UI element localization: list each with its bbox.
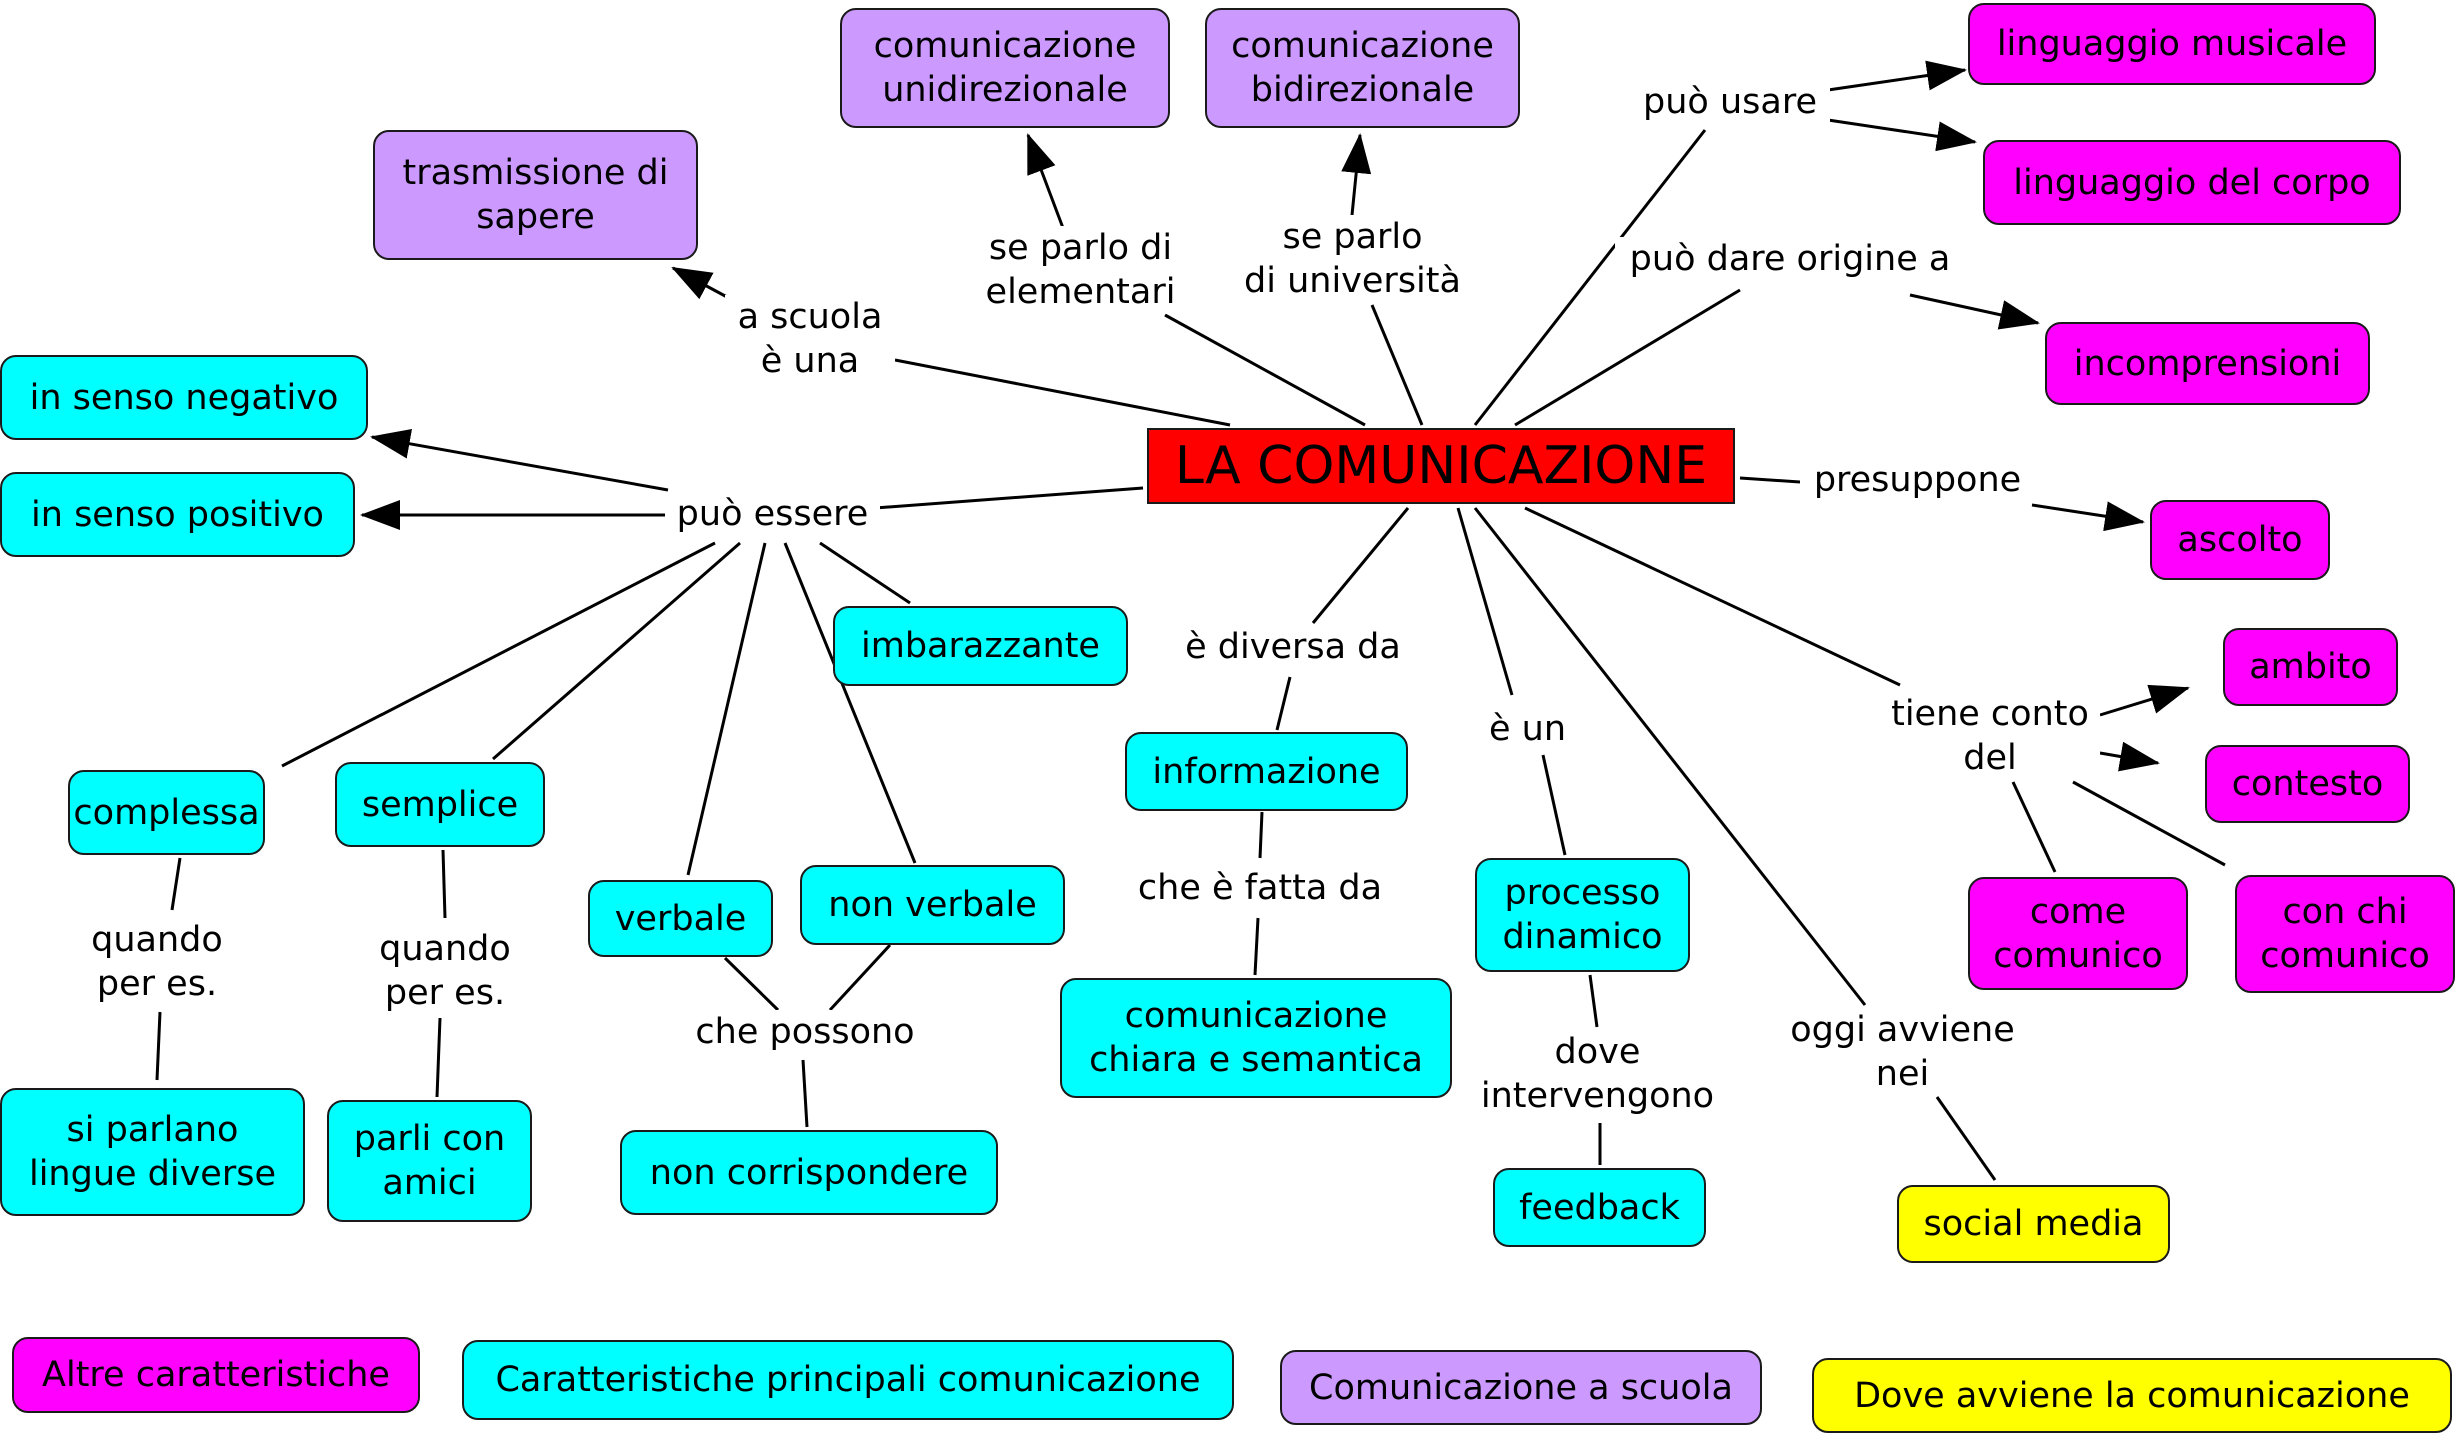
arrow-universita-bidirezionale — [1341, 133, 1372, 216]
line-informazione-fatta — [1258, 811, 1264, 859]
arrow-tieneconto-ambito — [2099, 684, 2190, 717]
line-central-presuppone — [1739, 476, 1801, 484]
node-in-senso-positivo[interactable]: in senso positivo — [0, 472, 355, 557]
node-comunicazione-unidirezionale[interactable]: comunicazione unidirezionale — [840, 8, 1170, 128]
line-tieneconto-come — [2011, 781, 2057, 873]
line-central-universita — [1370, 304, 1424, 426]
node-non-verbale[interactable]: non verbale — [800, 865, 1065, 945]
node-si-parlano-lingue-diverse[interactable]: si parlano lingue diverse — [0, 1088, 305, 1216]
line-central-elementari — [1164, 313, 1366, 427]
node-in-senso-negativo[interactable]: in senso negativo — [0, 355, 368, 440]
node-complessa[interactable]: complessa — [68, 770, 265, 855]
node-linguaggio-del-corpo[interactable]: linguaggio del corpo — [1983, 140, 2401, 225]
node-incomprensioni[interactable]: incomprensioni — [2045, 322, 2370, 405]
legend-comunicazione-a-scuola[interactable]: Comunicazione a scuola — [1280, 1350, 1762, 1425]
line-verbale-chepossono — [723, 956, 780, 1012]
line-central-puoessere — [874, 486, 1144, 510]
legend-altre-caratteristiche[interactable]: Altre caratteristiche — [12, 1337, 420, 1413]
line-tieneconto-conchi — [2072, 780, 2226, 867]
node-informazione[interactable]: informazione — [1125, 732, 1408, 811]
label-a-scuola-e-una: a scuola è una — [725, 295, 895, 383]
label-che-possono: che possono — [680, 1010, 930, 1054]
line-central-oggi — [1473, 507, 1867, 1006]
node-social-media[interactable]: social media — [1897, 1185, 2170, 1263]
line-central-ascuola — [894, 358, 1231, 427]
node-feedback[interactable]: feedback — [1493, 1168, 1706, 1247]
node-come-comunico[interactable]: come comunico — [1968, 877, 2188, 990]
node-con-chi-comunico[interactable]: con chi comunico — [2235, 875, 2455, 993]
line-puoessere-semplice — [492, 541, 741, 761]
central-node[interactable]: LA COMUNICAZIONE — [1147, 428, 1735, 504]
label-e-diversa-da: è diversa da — [1168, 625, 1418, 669]
label-puo-dare-origine-a: può dare origine a — [1615, 237, 1965, 281]
label-quando-per-es-1: quando per es. — [77, 918, 237, 1006]
line-semplice-quando2 — [441, 849, 447, 919]
line-nonverbale-chepossono — [828, 943, 892, 1012]
label-e-un: è un — [1470, 707, 1585, 751]
arrow-presuppone-ascolto — [2031, 501, 2145, 532]
line-complessa-quando1 — [170, 857, 182, 911]
line-central-puodare — [1514, 288, 1741, 427]
node-ascolto[interactable]: ascolto — [2150, 500, 2330, 580]
label-quando-per-es-2: quando per es. — [365, 927, 525, 1015]
line-fatta-chiara — [1253, 917, 1260, 976]
node-parli-con-amici[interactable]: parli con amici — [327, 1100, 532, 1222]
line-puoessere-verbale — [686, 542, 767, 876]
arrow-puodare-incomprensioni — [1909, 293, 2040, 330]
node-imbarazzante[interactable]: imbarazzante — [833, 606, 1128, 686]
line-eun-processo — [1541, 754, 1567, 856]
line-puoessere-complessa — [281, 541, 716, 768]
line-puoessere-imbarazzante — [819, 541, 911, 605]
line-quando1-lingue — [155, 1011, 162, 1081]
node-linguaggio-musicale[interactable]: linguaggio musicale — [1968, 3, 2376, 85]
node-comunicazione-bidirezionale[interactable]: comunicazione bidirezionale — [1205, 8, 1520, 128]
arrow-puoessere-negativo — [370, 428, 669, 492]
line-puoessere-nonverbale — [783, 542, 917, 864]
node-contesto[interactable]: contesto — [2205, 745, 2410, 823]
line-central-diversa — [1311, 507, 1410, 624]
node-non-corrispondere[interactable]: non corrispondere — [620, 1130, 998, 1215]
label-presuppone: presuppone — [1800, 458, 2035, 502]
arrow-tieneconto-contesto — [2099, 741, 2160, 772]
legend-dove-avviene[interactable]: Dove avviene la comunicazione — [1812, 1358, 2452, 1433]
node-semplice[interactable]: semplice — [335, 762, 545, 847]
node-processo-dinamico[interactable]: processo dinamico — [1475, 858, 1690, 972]
legend-caratteristiche-principali[interactable]: Caratteristiche principali comunicazione — [462, 1340, 1234, 1420]
arrow-elementari-unidirezionale — [1026, 133, 1065, 229]
node-verbale[interactable]: verbale — [588, 880, 773, 957]
label-se-parlo-di-elementari: se parlo di elementari — [968, 226, 1193, 314]
arrow-puousare-musicale — [1827, 60, 1967, 92]
label-che-e-fatta-da: che è fatta da — [1125, 866, 1395, 910]
arrow-puousare-corpo — [1827, 118, 1977, 152]
line-processo-dove — [1588, 974, 1599, 1028]
line-oggi-social — [1935, 1096, 1997, 1181]
line-central-eun — [1456, 507, 1514, 696]
line-central-puousare — [1473, 129, 1707, 426]
line-central-tieneconto — [1524, 506, 1901, 687]
label-oggi-avviene-nei: oggi avviene nei — [1770, 1008, 2035, 1096]
line-chepossono-noncorr — [801, 1059, 809, 1128]
node-trasmissione-di-sapere[interactable]: trasmissione di sapere — [373, 130, 698, 260]
line-quando2-amici — [435, 1017, 442, 1098]
label-puo-usare: può usare — [1630, 80, 1830, 124]
label-se-parlo-di-universita: se parlo di università — [1225, 215, 1480, 303]
label-tiene-conto-del: tiene conto del — [1880, 692, 2100, 780]
label-puo-essere: può essere — [665, 492, 880, 536]
label-dove-intervengono: dove intervengono — [1460, 1030, 1735, 1118]
node-comunicazione-chiara-e-semantica[interactable]: comunicazione chiara e semantica — [1060, 978, 1452, 1098]
line-diversa-informazione — [1275, 676, 1292, 731]
arrow-ascuola-trasmissione — [671, 266, 728, 300]
node-ambito[interactable]: ambito — [2223, 628, 2398, 706]
